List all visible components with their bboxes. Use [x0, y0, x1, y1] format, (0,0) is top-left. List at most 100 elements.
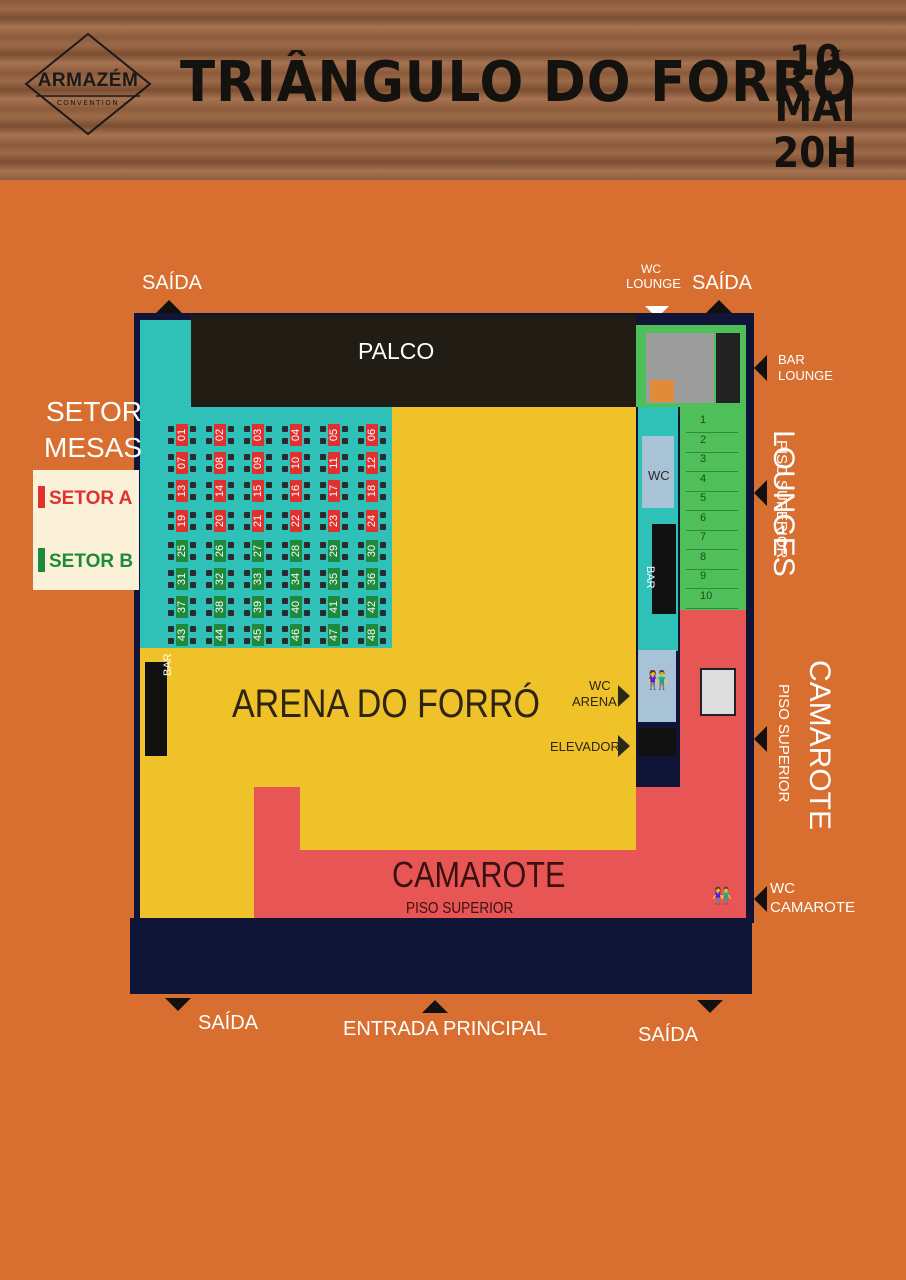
table-47[interactable]: 47	[320, 624, 348, 646]
table-30[interactable]: 30	[358, 540, 386, 562]
table-11[interactable]: 11	[320, 452, 348, 474]
table-45[interactable]: 45	[244, 624, 272, 646]
table-26[interactable]: 26	[206, 540, 234, 562]
chair-icon	[304, 454, 310, 460]
chair-icon	[168, 466, 174, 472]
table-42[interactable]: 42	[358, 596, 386, 618]
table-38[interactable]: 38	[206, 596, 234, 618]
lounge-4[interactable]: 4	[686, 473, 738, 492]
table-27[interactable]: 27	[244, 540, 272, 562]
table-43[interactable]: 43	[168, 624, 196, 646]
chair-icon	[228, 524, 234, 530]
table-46[interactable]: 46	[282, 624, 310, 646]
table-41[interactable]: 41	[320, 596, 348, 618]
table-23[interactable]: 23	[320, 510, 348, 532]
chair-icon	[266, 466, 272, 472]
chair-icon	[304, 438, 310, 444]
table-31[interactable]: 31	[168, 568, 196, 590]
table-40[interactable]: 40	[282, 596, 310, 618]
table-35[interactable]: 35	[320, 568, 348, 590]
table-21[interactable]: 21	[244, 510, 272, 532]
table-surface	[366, 424, 378, 446]
chair-icon	[228, 542, 234, 548]
chair-icon	[342, 482, 348, 488]
chair-icon	[380, 554, 386, 560]
chair-icon	[358, 426, 364, 432]
bar-left-block	[145, 662, 167, 756]
table-44[interactable]: 44	[206, 624, 234, 646]
table-12[interactable]: 12	[358, 452, 386, 474]
lounge-3[interactable]: 3	[686, 453, 738, 472]
chair-icon	[190, 512, 196, 518]
table-29[interactable]: 29	[320, 540, 348, 562]
table-22[interactable]: 22	[282, 510, 310, 532]
table-15[interactable]: 15	[244, 480, 272, 502]
lounge-8[interactable]: 8	[686, 551, 738, 570]
table-36[interactable]: 36	[358, 568, 386, 590]
table-number: 04	[290, 428, 302, 442]
table-04[interactable]: 04	[282, 424, 310, 446]
chair-icon	[266, 494, 272, 500]
lounge-2[interactable]: 2	[686, 434, 738, 453]
table-number: 05	[328, 428, 340, 442]
chair-icon	[244, 482, 250, 488]
table-19[interactable]: 19	[168, 510, 196, 532]
wc-lounge-label-line2: LOUNGE	[626, 276, 681, 291]
table-08[interactable]: 08	[206, 452, 234, 474]
event-date-time: 20H	[772, 128, 858, 177]
table-20[interactable]: 20	[206, 510, 234, 532]
chair-icon	[358, 482, 364, 488]
table-17[interactable]: 17	[320, 480, 348, 502]
saida-bottom-left-arrow-icon	[165, 998, 191, 1011]
table-32[interactable]: 32	[206, 568, 234, 590]
chair-icon	[282, 542, 288, 548]
chair-icon	[190, 610, 196, 616]
legend-setor-a-label: SETOR A	[49, 488, 133, 509]
saida-top-right-arrow-icon	[706, 300, 732, 313]
table-33[interactable]: 33	[244, 568, 272, 590]
table-number: 26	[214, 544, 226, 558]
chair-icon	[320, 512, 326, 518]
chair-icon	[304, 582, 310, 588]
table-01[interactable]: 01	[168, 424, 196, 446]
table-13[interactable]: 13	[168, 480, 196, 502]
table-16[interactable]: 16	[282, 480, 310, 502]
chair-icon	[282, 466, 288, 472]
lounge-10[interactable]: 10	[686, 590, 738, 609]
saida-bottom-left-label: SAÍDA	[198, 1012, 259, 1034]
table-06[interactable]: 06	[358, 424, 386, 446]
table-28[interactable]: 28	[282, 540, 310, 562]
table-number: 14	[214, 484, 226, 498]
table-25[interactable]: 25	[168, 540, 196, 562]
table-37[interactable]: 37	[168, 596, 196, 618]
arena-lower	[300, 787, 636, 847]
chair-icon	[168, 494, 174, 500]
chair-icon	[282, 482, 288, 488]
legend-box	[33, 470, 139, 590]
chair-icon	[266, 554, 272, 560]
table-34[interactable]: 34	[282, 568, 310, 590]
table-07[interactable]: 07	[168, 452, 196, 474]
lounge-9[interactable]: 9	[686, 570, 738, 589]
lounges-arrow-icon	[754, 480, 767, 506]
table-surface	[214, 424, 226, 446]
table-24[interactable]: 24	[358, 510, 386, 532]
table-48[interactable]: 48	[358, 624, 386, 646]
table-02[interactable]: 02	[206, 424, 234, 446]
lounge-6[interactable]: 6	[686, 512, 738, 531]
table-39[interactable]: 39	[244, 596, 272, 618]
lounge-5[interactable]: 5	[686, 492, 738, 511]
chair-icon	[266, 512, 272, 518]
table-10[interactable]: 10	[282, 452, 310, 474]
lounge-7[interactable]: 7	[686, 531, 738, 550]
table-18[interactable]: 18	[358, 480, 386, 502]
table-03[interactable]: 03	[244, 424, 272, 446]
chair-icon	[206, 454, 212, 460]
table-14[interactable]: 14	[206, 480, 234, 502]
lounge-1[interactable]: 1	[686, 414, 738, 433]
chair-icon	[358, 494, 364, 500]
chair-icon	[342, 524, 348, 530]
table-05[interactable]: 05	[320, 424, 348, 446]
table-09[interactable]: 09	[244, 452, 272, 474]
chair-icon	[342, 542, 348, 548]
